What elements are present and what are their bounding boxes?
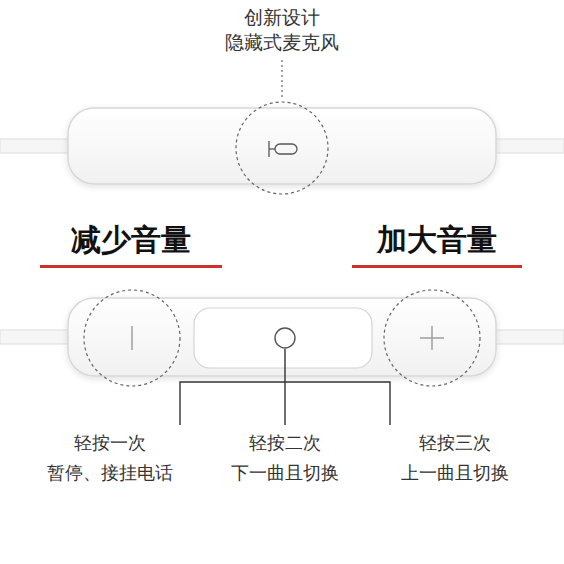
cable xyxy=(492,139,564,153)
highlight-circle xyxy=(236,102,328,194)
callout-text: 创新设计 xyxy=(244,6,320,29)
leader-line xyxy=(281,60,282,100)
action-text: 下一曲且切换 xyxy=(231,462,339,484)
cable xyxy=(0,330,72,344)
underline xyxy=(40,265,222,268)
minus-symbol xyxy=(131,326,132,350)
function-heading: 减少音量 xyxy=(71,222,191,258)
microphone-icon xyxy=(269,141,297,157)
leader-line xyxy=(180,349,390,425)
play-button xyxy=(194,308,372,368)
play-button-dot xyxy=(275,328,295,348)
press-count: 轻按三次 xyxy=(419,432,491,454)
highlight-circle xyxy=(384,290,480,386)
plus-symbol xyxy=(420,326,444,350)
action-text: 上一曲且切换 xyxy=(401,462,509,484)
remote-body xyxy=(68,108,496,184)
action-text: 暂停、接挂电话 xyxy=(47,462,173,484)
highlight-circle xyxy=(84,290,180,386)
remote-body xyxy=(68,298,496,376)
callout-text: 隐藏式麦克风 xyxy=(225,31,339,54)
cable xyxy=(492,330,564,344)
press-count: 轻按一次 xyxy=(74,432,146,454)
underline xyxy=(352,265,522,268)
press-count: 轻按二次 xyxy=(249,432,321,454)
cable xyxy=(0,139,72,153)
function-heading: 加大音量 xyxy=(377,222,497,258)
